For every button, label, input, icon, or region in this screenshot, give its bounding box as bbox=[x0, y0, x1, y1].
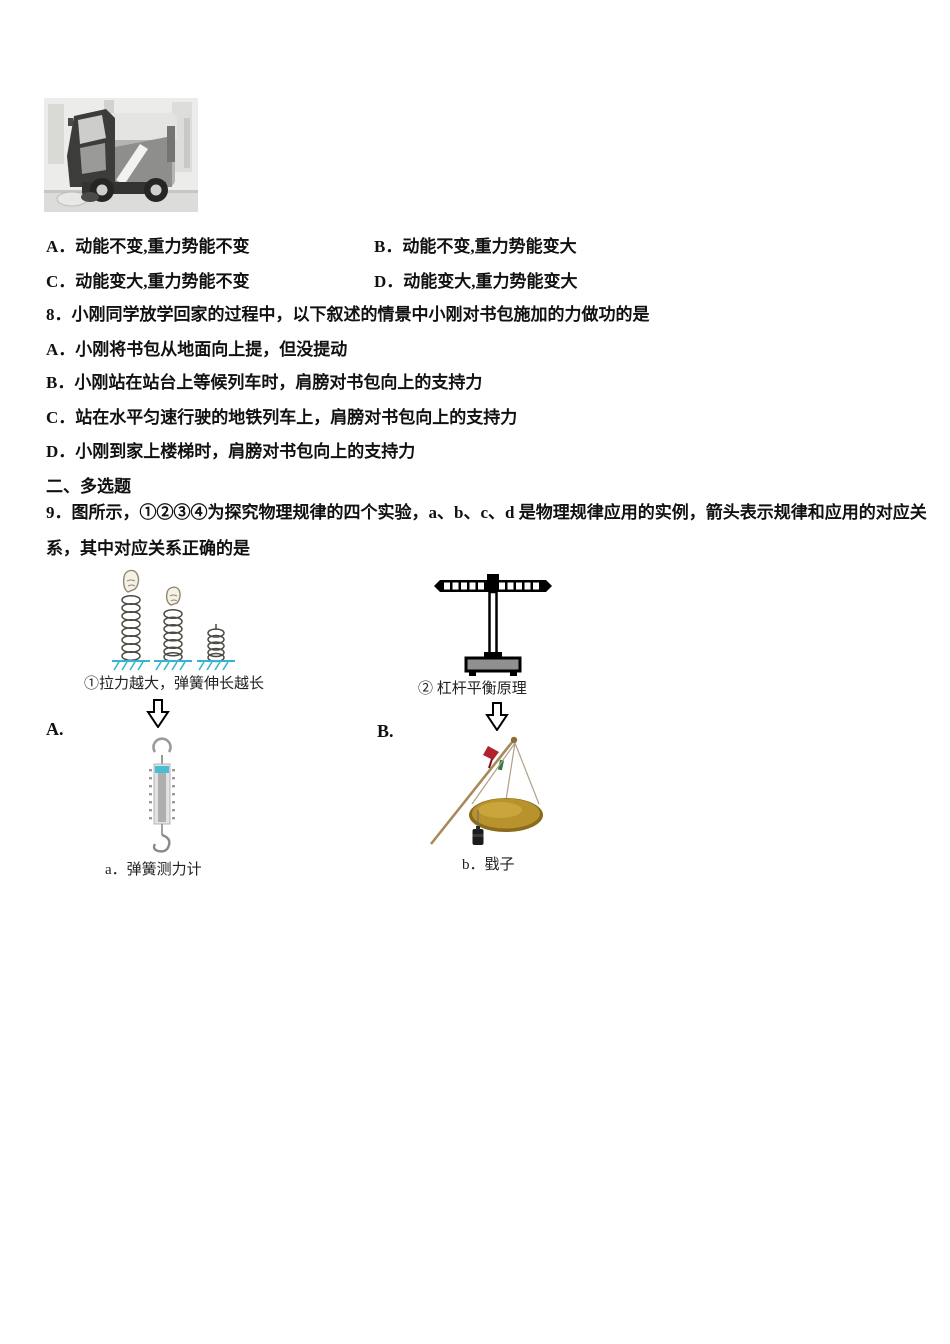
q8-option-d: D．小刚到家上楼梯时，肩膀对书包向上的支持力 bbox=[46, 442, 416, 461]
q8-option-c: C．站在水平匀速行驶的地铁列车上，肩膀对书包向上的支持力 bbox=[46, 408, 518, 427]
q9-stem-line2: 系，其中对应关系正确的是 bbox=[46, 539, 250, 558]
application-b-caption: b．戥子 bbox=[462, 857, 515, 873]
experiment2-caption: ② 杠杆平衡原理 bbox=[418, 681, 527, 697]
street-sweeper-image bbox=[44, 98, 198, 212]
q8-option-a: A．小刚将书包从地面向上提，但没提动 bbox=[46, 340, 348, 359]
q9-choice-b-label: B. bbox=[377, 721, 394, 741]
experiment1-caption: ①拉力越大，弹簧伸长越长 bbox=[84, 676, 265, 692]
spring-stretch-experiment-figure bbox=[106, 567, 244, 673]
q7-option-c: C．动能变大,重力势能不变 bbox=[46, 272, 250, 291]
section-2-header: 二、多选题 bbox=[46, 477, 131, 496]
lever-balance-figure bbox=[434, 574, 552, 676]
down-arrow-icon bbox=[485, 702, 509, 731]
q8-stem: 8．小刚同学放学回家的过程中，以下叙述的情景中小刚对书包施加的力做功的是 bbox=[46, 305, 650, 324]
spring-dynamometer-figure bbox=[136, 736, 188, 858]
q9-choice-a-label: A. bbox=[46, 719, 64, 739]
application-a-caption: a．弹簧测力计 bbox=[105, 862, 202, 878]
q7-option-a: A．动能不变,重力势能不变 bbox=[46, 237, 250, 256]
spring-stretch-experiment-figure bbox=[112, 569, 235, 671]
q7-option-b: B．动能不变,重力势能变大 bbox=[374, 237, 577, 256]
steelyard-figure bbox=[429, 736, 543, 845]
down-arrow-icon bbox=[485, 702, 509, 731]
spring-dynamometer-figure bbox=[149, 737, 175, 853]
q8-option-b: B．小刚站在站台上等候列车时，肩膀对书包向上的支持力 bbox=[46, 373, 483, 392]
q9-stem-line1: 9．图所示，①②③④为探究物理规律的四个实验，a、b、c、d 是物理规律应用的实… bbox=[46, 503, 927, 522]
down-arrow-icon bbox=[146, 699, 170, 728]
street-sweeper-image bbox=[44, 98, 198, 212]
lever-balance-figure bbox=[432, 570, 554, 678]
down-arrow-icon bbox=[146, 699, 170, 728]
q7-option-d: D．动能变大,重力势能变大 bbox=[374, 272, 578, 291]
steelyard-figure bbox=[420, 730, 550, 854]
